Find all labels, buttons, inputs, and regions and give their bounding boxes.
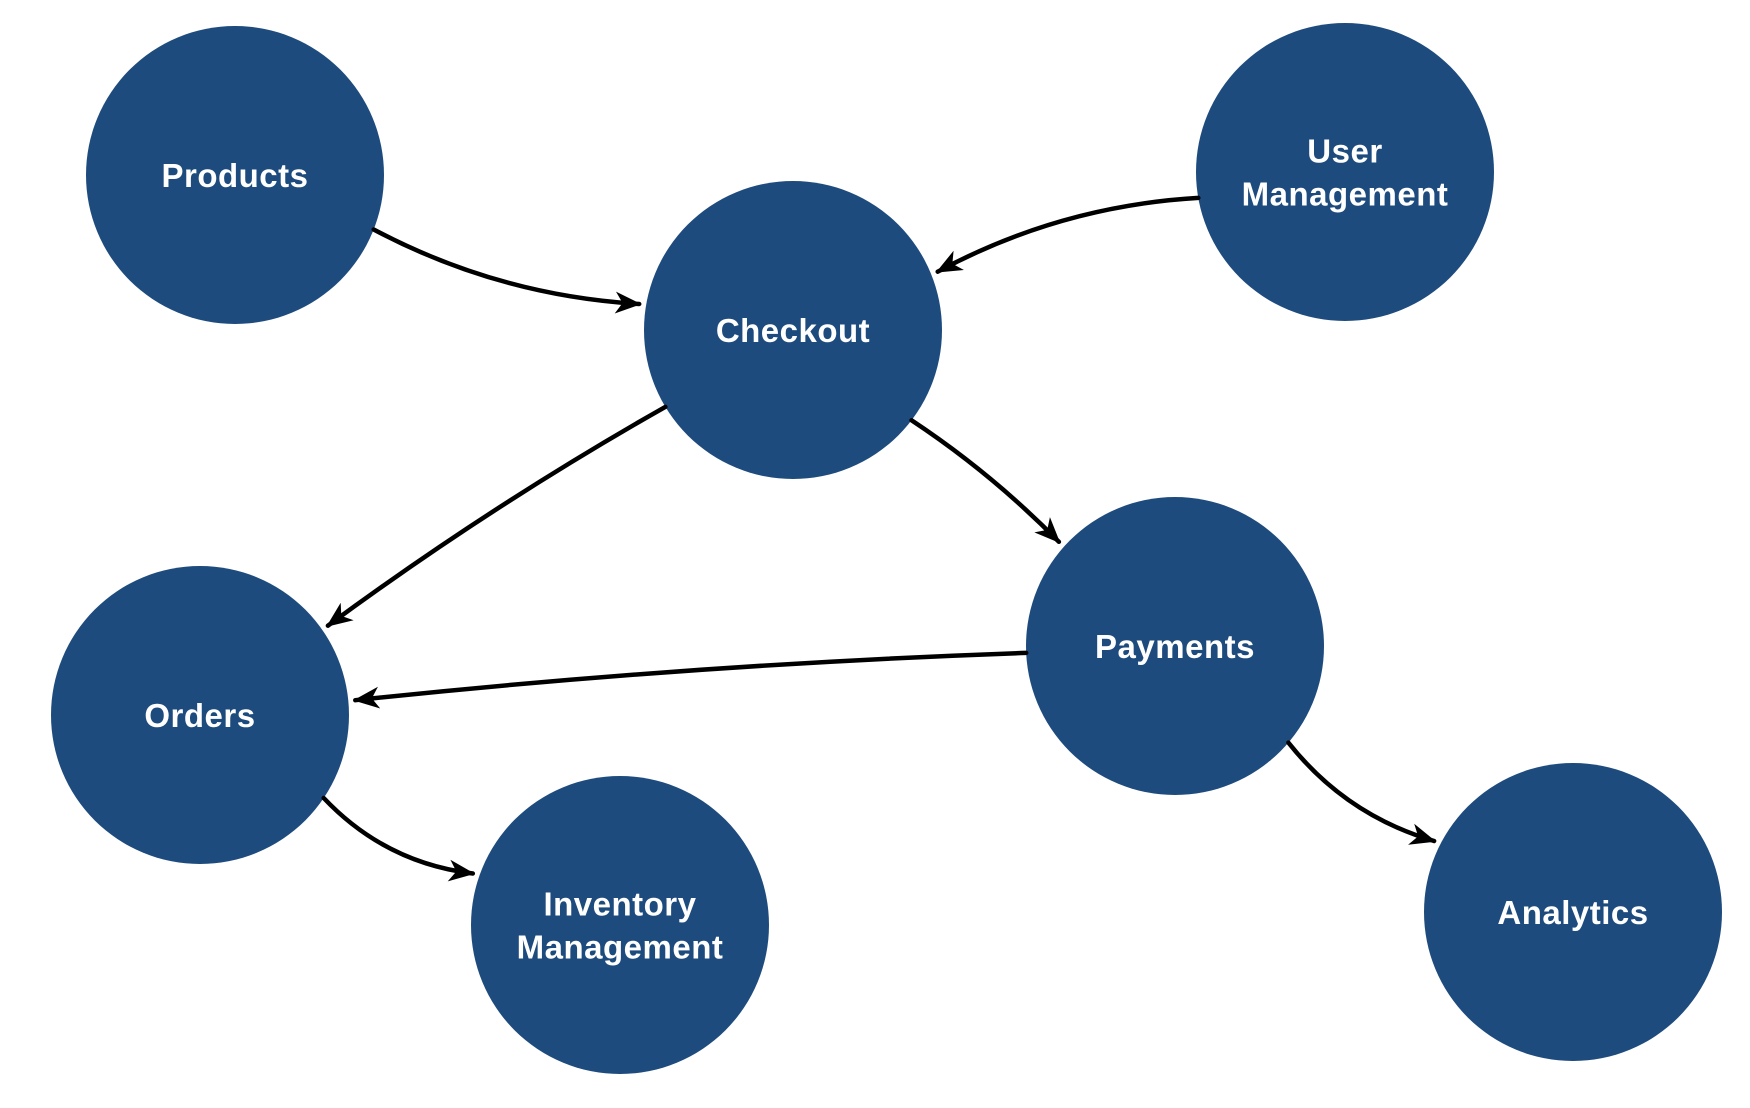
edge-payments-to-orders[interactable] [353, 650, 1029, 709]
edge-checkout-to-orders[interactable] [325, 404, 668, 628]
edge-orders-to-inventory-management[interactable] [321, 795, 476, 882]
node-payments-shape[interactable] [1026, 497, 1324, 795]
node-checkout-label: Checkout [716, 312, 870, 349]
node-analytics[interactable]: Analytics [1424, 763, 1722, 1061]
node-analytics-label: Analytics [1497, 894, 1648, 931]
node-checkout[interactable]: Checkout [644, 181, 942, 479]
node-analytics-shape[interactable] [1424, 763, 1722, 1061]
node-inventory-management-shape[interactable] [471, 776, 769, 1074]
node-orders-shape[interactable] [51, 566, 349, 864]
edges-layer [321, 195, 1437, 882]
node-orders[interactable]: Orders [51, 566, 349, 864]
node-products-shape[interactable] [86, 26, 384, 324]
edge-products-to-checkout[interactable] [371, 227, 642, 314]
node-products-label: Products [161, 157, 308, 194]
node-payments[interactable]: Payments [1026, 497, 1324, 795]
node-payments-label: Payments [1095, 628, 1255, 665]
node-checkout-shape[interactable] [644, 181, 942, 479]
edge-checkout-to-payments[interactable] [909, 418, 1062, 545]
edge-payments-to-analytics[interactable] [1286, 740, 1437, 845]
node-orders-label: Orders [144, 697, 255, 734]
edge-user-management-to-checkout[interactable] [935, 195, 1201, 274]
node-products[interactable]: Products [86, 26, 384, 324]
node-user-management-shape[interactable] [1196, 23, 1494, 321]
